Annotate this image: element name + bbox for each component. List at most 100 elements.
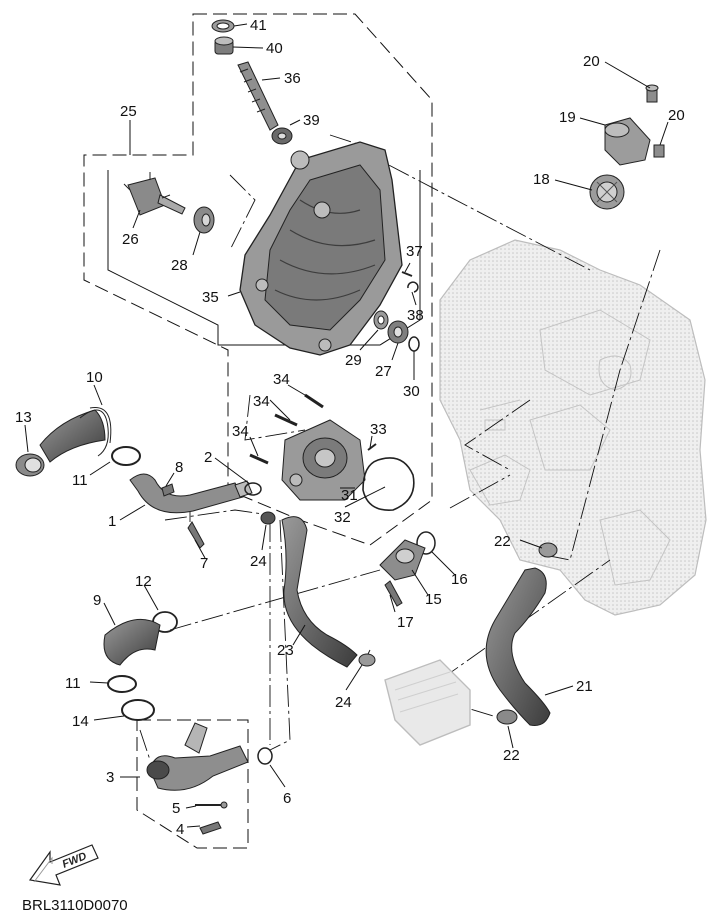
sub-assembly-bracket (107, 170, 421, 346)
callout-26: 26 (122, 231, 139, 248)
callout-13: 13 (15, 409, 32, 426)
part-11-clamp-top (111, 446, 141, 466)
part-2-oring (244, 482, 262, 496)
part-16-oring (416, 531, 436, 555)
part-20-bolt-top (645, 84, 659, 103)
callout-3: 3 (106, 769, 114, 786)
callout-20-side: 20 (668, 107, 685, 124)
callout-1: 1 (108, 513, 116, 530)
callout-20-top: 20 (583, 53, 600, 70)
part-37-clip (401, 271, 413, 277)
part-24-clamp-top (260, 511, 276, 525)
part-28-seal (193, 206, 215, 234)
part-4-bolt (199, 821, 222, 835)
part-39-seal (271, 127, 293, 145)
part-18-thermostat (589, 174, 625, 210)
forward-direction-arrow: FWD (28, 844, 99, 886)
callout-16: 16 (451, 571, 468, 588)
callout-31: 31 (341, 487, 358, 504)
callout-21: 21 (576, 678, 593, 695)
callout-39: 39 (303, 112, 320, 129)
callout-6: 6 (283, 790, 291, 807)
part-22-clamp-bottom (496, 709, 518, 725)
callout-8: 8 (175, 459, 183, 476)
part-30-oring (408, 336, 420, 352)
assembly-outline-3 (136, 719, 249, 849)
callout-28: 28 (171, 257, 188, 274)
callout-11-bottom: 11 (65, 675, 81, 692)
callout-25: 25 (120, 103, 137, 120)
part-36-shaft (237, 61, 279, 131)
callout-34-low: 34 (232, 423, 249, 440)
callout-35: 35 (202, 289, 219, 306)
callout-32: 32 (334, 509, 351, 526)
callout-37: 37 (406, 243, 423, 260)
part-23-hose (281, 516, 358, 668)
callout-34-top: 34 (273, 371, 290, 388)
callout-41: 41 (250, 17, 267, 34)
part-11-clamp-bottom (107, 675, 137, 693)
part-33-dowel (367, 443, 377, 451)
part-9-hose (103, 618, 161, 666)
part-13-clamp (15, 453, 45, 477)
callout-34-mid: 34 (253, 393, 270, 410)
callout-12: 12 (135, 573, 152, 590)
callout-24-top: 24 (250, 553, 267, 570)
callout-23: 23 (277, 642, 294, 659)
callout-labels: 41 40 36 39 25 26 28 35 37 38 29 27 30 2… (15, 17, 685, 838)
part-31-water-pump (281, 419, 366, 501)
part-6-oring (257, 747, 273, 765)
part-24-clamp-bottom (358, 653, 376, 667)
part-5-collar (195, 801, 228, 809)
part-26-impeller (123, 172, 186, 216)
callout-40: 40 (266, 40, 283, 57)
callout-38: 38 (407, 307, 424, 324)
callout-24-bottom: 24 (335, 694, 352, 711)
callout-30: 30 (403, 383, 420, 400)
callout-5: 5 (172, 800, 180, 817)
part-15-outlet (379, 539, 426, 581)
oil-cooler (384, 659, 471, 746)
part-10-hose (39, 406, 112, 463)
callout-15: 15 (425, 591, 442, 608)
leader-lines (24, 23, 669, 828)
callout-11-top: 11 (72, 472, 88, 489)
part-35-crankcase-cover (239, 141, 403, 356)
part-40-nut (214, 36, 234, 55)
callout-18: 18 (533, 171, 550, 188)
callout-14: 14 (72, 713, 89, 730)
part-29-washer (373, 310, 389, 330)
part-7-bolt (187, 521, 205, 549)
callout-17: 17 (397, 614, 414, 631)
callout-22-top: 22 (494, 533, 511, 550)
part-22-clamp-top (538, 542, 558, 558)
callout-33: 33 (370, 421, 387, 438)
part-32-gasket (362, 457, 415, 511)
part-20-bolt-side (653, 144, 665, 158)
part-21-hose (485, 567, 551, 726)
part-3-pipe-assembly (146, 722, 249, 791)
engine-block (439, 239, 707, 616)
callout-4: 4 (176, 821, 184, 838)
callout-2: 2 (204, 449, 212, 466)
callout-27: 27 (375, 363, 392, 380)
callout-22-bottom: 22 (503, 747, 520, 764)
assembly-outline-25 (83, 13, 433, 546)
diagram-code: BRL3110D0070 (22, 897, 128, 914)
callout-9: 9 (93, 592, 101, 609)
part-14-clamp (121, 699, 155, 721)
part-19-thermostat-cover (604, 117, 651, 166)
part-41-oring (211, 19, 235, 33)
part-38-ring (407, 281, 419, 293)
callout-7: 7 (200, 555, 208, 572)
part-1-water-pipe (129, 473, 253, 514)
callout-19: 19 (559, 109, 576, 126)
callout-29: 29 (345, 352, 362, 369)
callout-36: 36 (284, 70, 301, 87)
part-17-bolt (384, 580, 403, 607)
part-8-bolt (161, 483, 175, 497)
callout-10: 10 (86, 369, 103, 386)
part-27-bearing (387, 320, 409, 344)
